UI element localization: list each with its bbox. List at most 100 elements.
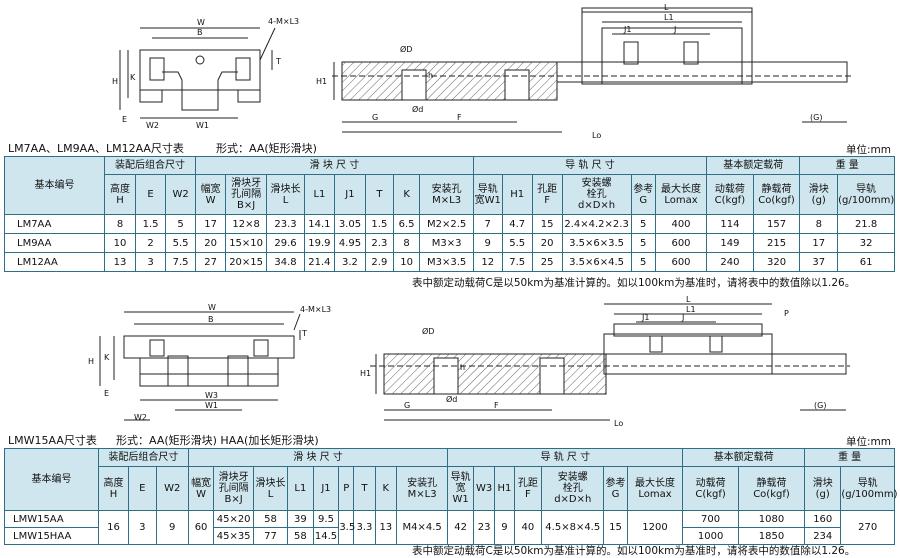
- label-F: F: [457, 113, 462, 122]
- bottom-cross-section-drawing: W B 4-M×L3 H K E T W2 W3 W1: [88, 303, 331, 422]
- value-cell: 58: [252, 510, 289, 528]
- label-J1: J1: [623, 25, 631, 34]
- group-block-b: 滑 块 尺 寸: [187, 448, 449, 467]
- value-cell: 27: [195, 252, 227, 272]
- group-weight: 重 量: [799, 156, 895, 175]
- model-cell: LM7AA: [4, 214, 105, 234]
- value-cell: 234: [804, 527, 842, 545]
- value-cell: 600: [654, 233, 708, 253]
- value-cell: 20×15: [225, 252, 268, 272]
- value-cell: 240: [706, 252, 754, 272]
- value-cell: 20: [195, 233, 227, 253]
- top-cross-section-drawing: W B 4-M×L3 H K E T W2 W1: [112, 17, 299, 130]
- value-cell: 23: [472, 510, 496, 545]
- value-cell: 7: [472, 214, 503, 234]
- col-header: L1: [303, 174, 335, 215]
- value-cell: 4.7: [501, 214, 533, 234]
- col-header: E: [127, 466, 157, 511]
- model-cell: LMW15AA: [4, 510, 99, 528]
- label-W2-b: W2: [134, 413, 147, 422]
- value-cell: 13: [374, 510, 397, 545]
- value-cell: 20: [531, 233, 563, 253]
- label-h: h: [428, 71, 433, 80]
- label-d-b: Ød: [446, 394, 457, 404]
- label-J: J: [673, 25, 676, 34]
- label-d: Ød: [412, 104, 423, 114]
- label-D-b: ØD: [422, 326, 434, 336]
- value-cell: 77: [252, 527, 289, 545]
- label-L1-b: L1: [686, 305, 696, 314]
- col-header: K: [392, 174, 421, 215]
- col-header: T: [365, 174, 394, 215]
- label-T: T: [275, 57, 281, 66]
- value-cell: 1080: [737, 510, 806, 528]
- value-cell: 21.8: [837, 214, 895, 234]
- label-W1: W1: [196, 121, 209, 130]
- value-cell: 5: [630, 252, 656, 272]
- top-spec-table: 基本编号 装配后组合尺寸 滑 块 尺 寸 导 轨 尺 寸 基本额定载荷 重 量 …: [4, 156, 895, 272]
- value-cell: 14.1: [303, 214, 335, 234]
- label-W2: W2: [146, 121, 159, 130]
- value-cell: 7.5: [501, 252, 533, 272]
- label-F-b: F: [494, 401, 499, 410]
- label-J-b: J: [681, 313, 684, 322]
- col-model: 基本编号: [4, 156, 105, 215]
- bottom-side-view-drawing: ØD Ød h H1 G F L L1 J1 J P Lo (G): [360, 295, 850, 428]
- value-cell: 1.5: [365, 214, 394, 234]
- value-cell: 19.9: [303, 233, 335, 253]
- group-weight-b: 重 量: [804, 448, 895, 467]
- label-W-b: W: [208, 303, 216, 312]
- label-P-b: P: [784, 309, 789, 318]
- bottom-unit: 单位:mm: [846, 436, 891, 448]
- label-H: H: [112, 77, 118, 86]
- value-cell: 3.2: [333, 252, 367, 272]
- value-cell: 215: [752, 233, 801, 253]
- value-cell: M4×4.5: [395, 510, 449, 545]
- label-G-b: G: [404, 401, 410, 410]
- label-E: E: [122, 115, 127, 124]
- value-cell: 270: [840, 510, 895, 545]
- value-cell: 2.3: [365, 233, 394, 253]
- label-ML3: 4-M×L3: [268, 17, 299, 26]
- group-load-b: 基本额定载荷: [682, 448, 806, 467]
- value-cell: 3.5×6×4.5: [561, 252, 632, 272]
- top-unit: 单位:mm: [846, 144, 891, 156]
- value-cell: 7.5: [165, 252, 197, 272]
- value-cell: 4.95: [333, 233, 367, 253]
- label-E-b: E: [104, 389, 109, 398]
- value-cell: 25: [531, 252, 563, 272]
- label-h-b: h: [460, 363, 465, 372]
- top-caption: LM7AA、LM9AA、LM12AA尺寸表: [8, 142, 184, 155]
- label-K: K: [130, 73, 136, 82]
- value-cell: 12: [472, 252, 503, 272]
- col-model-b: 基本编号: [4, 448, 99, 511]
- value-cell: 1850: [737, 527, 806, 545]
- value-cell: 8: [392, 233, 421, 253]
- group-assembly-b: 装配后组合尺寸: [98, 448, 189, 467]
- col-header: E: [135, 174, 167, 215]
- value-cell: 149: [706, 233, 754, 253]
- value-cell: 400: [654, 214, 708, 234]
- value-cell: 15×10: [225, 233, 268, 253]
- value-cell: 5.5: [501, 233, 533, 253]
- col-header: P: [338, 466, 355, 511]
- value-cell: 1.5: [135, 214, 167, 234]
- label-Gp-b: (G): [814, 401, 826, 410]
- value-cell: 23.3: [266, 214, 305, 234]
- value-cell: 42: [447, 510, 474, 545]
- value-cell: 5: [630, 233, 656, 253]
- value-cell: 58: [287, 527, 314, 545]
